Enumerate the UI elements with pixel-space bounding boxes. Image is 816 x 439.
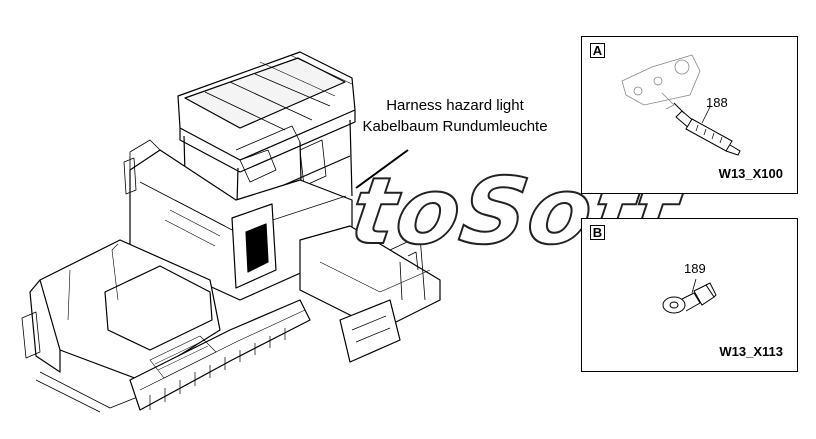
annotation-line-en: Harness hazard light [386, 97, 524, 114]
part-number-188: 188 [706, 95, 728, 110]
roof-canopy [177, 51, 356, 173]
bracket-plate-illustration [621, 54, 701, 110]
leader-line [355, 149, 409, 189]
leader-189 [691, 278, 697, 294]
machine-body [123, 139, 353, 301]
harness-annotation: Harness hazard light Kabelbaum Rundumleu… [360, 95, 550, 137]
annotation-line-de: Kabelbaum Rundumleuchte [362, 118, 548, 135]
connector-code-b: W13_X113 [719, 344, 783, 359]
part-number-189: 189 [684, 261, 706, 276]
detail-b-letter: B [590, 225, 605, 240]
paver-machine-drawing [21, 51, 441, 413]
connector-188-icon [673, 102, 741, 156]
leader-188 [701, 106, 711, 124]
connector-code-a: W13_X100 [718, 166, 783, 181]
detail-a-letter: A [590, 43, 605, 58]
detail-panel-b: B 189 W13_X113 [581, 218, 798, 372]
rear-screed [299, 225, 441, 363]
detail-panel-a: A 188 W13_X100 [581, 36, 798, 194]
front-hopper [21, 239, 221, 413]
crawler-tracks [129, 299, 311, 411]
ring-terminal-189-icon [662, 282, 717, 314]
